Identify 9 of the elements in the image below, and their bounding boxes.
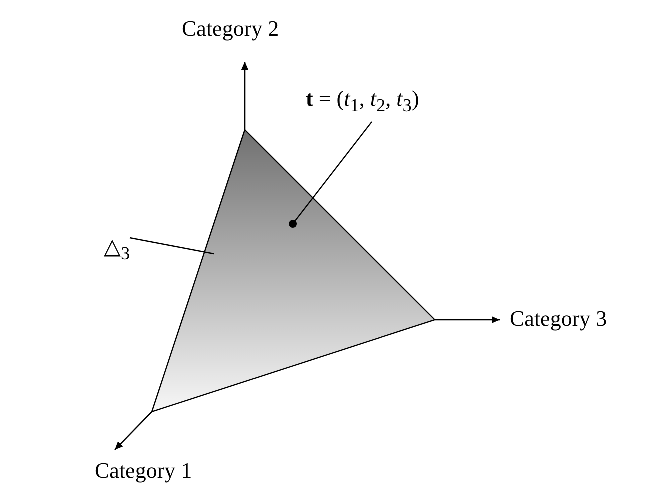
axis-label: Category 1 — [95, 460, 192, 482]
point-dot — [289, 220, 298, 228]
simplex-label: △$_{3}$ — [104, 236, 130, 263]
axis-label: Category 3 — [510, 308, 608, 330]
point-label: t = (t$_{1}$, t$_{2}$, t$_{3}$) — [306, 88, 420, 115]
axis-label: Category 2 — [182, 18, 280, 40]
leader-line — [295, 122, 372, 222]
simplex-triangle — [151, 128, 436, 413]
leader-line — [130, 237, 214, 255]
